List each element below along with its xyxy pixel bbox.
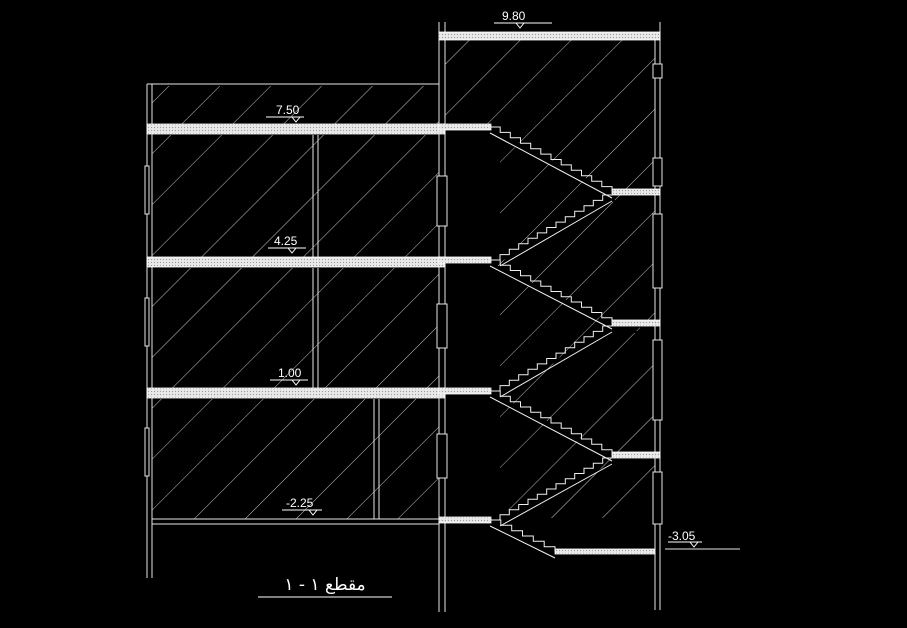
stair-flight-2b xyxy=(499,325,612,391)
stair-hatch-overlay xyxy=(500,140,640,512)
level-triangles xyxy=(286,22,700,548)
stair-flight-2b-underside xyxy=(499,331,613,398)
stair-flight-1b xyxy=(499,194,612,260)
section-title: مقطع ١ - ١ xyxy=(284,575,365,595)
level-label-basement: -2.25 xyxy=(286,496,314,510)
stair-flight-4a-underside xyxy=(489,525,556,559)
stair-flight-3b-underside xyxy=(499,463,613,527)
stair-flight-3a xyxy=(490,390,613,455)
level-label-first-floor: 1.00 xyxy=(278,366,302,380)
level-label-roof-top: 9.80 xyxy=(502,9,526,23)
stair-flight-1a-underside xyxy=(489,132,613,199)
stair-flight-3a-underside xyxy=(489,396,613,462)
level-label-roof: 7.50 xyxy=(276,103,300,117)
stair-flight-2a xyxy=(490,259,613,323)
stair-flight-2a-underside xyxy=(489,265,613,330)
stair-flight-1a xyxy=(490,126,613,192)
stair-flight-1b-underside xyxy=(499,200,613,267)
walls xyxy=(144,22,740,612)
stair-flight-4a xyxy=(490,519,556,552)
level-label-ground-outside: -3.05 xyxy=(668,529,696,543)
stair-flights xyxy=(489,126,613,559)
floor-slabs xyxy=(146,31,661,555)
stair-flight-3b xyxy=(499,457,612,520)
level-label-second-floor: 4.25 xyxy=(274,234,298,248)
